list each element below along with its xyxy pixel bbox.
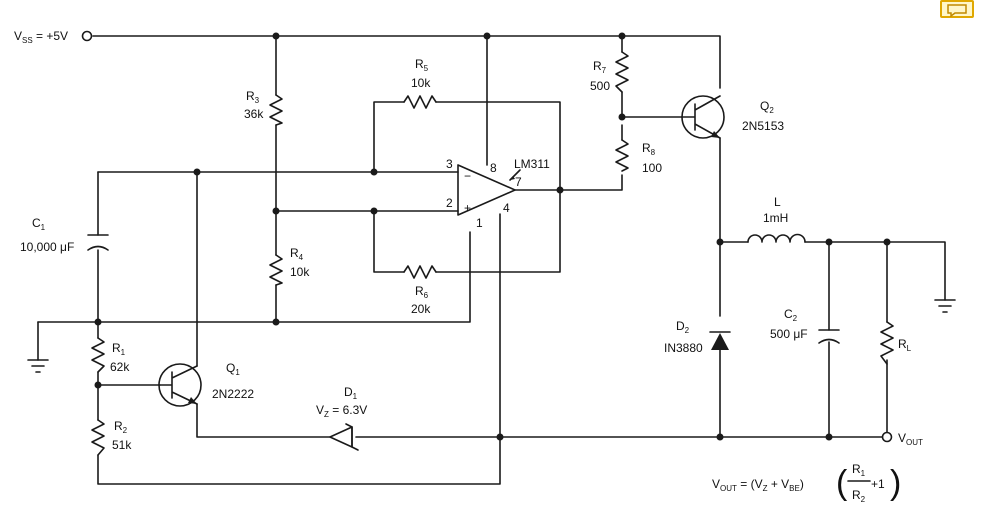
- d2-part: IN3880: [664, 341, 703, 355]
- opamp-pin-1: 1: [476, 216, 483, 230]
- resistor-r4-symbol: [269, 254, 283, 286]
- transistor-q1-symbol: [158, 363, 202, 407]
- q1-part: 2N2222: [212, 387, 254, 401]
- r2-value: 51k: [112, 438, 132, 452]
- r2-label: R2: [114, 419, 128, 435]
- r7-value: 500: [590, 79, 610, 93]
- capacitor-c2-symbol: [818, 329, 840, 344]
- vss-terminal: [81, 30, 93, 42]
- wires: [37, 35, 946, 485]
- resistor-rl-symbol: [880, 321, 894, 365]
- resistor-r7-symbol: [615, 51, 629, 93]
- c1-label: C1: [32, 216, 46, 232]
- r6-label: R6: [415, 284, 429, 300]
- diode-d2-symbol: [709, 331, 731, 350]
- zener-diode-d1-symbol: [329, 423, 359, 451]
- note-icon[interactable]: [940, 0, 974, 18]
- rl-label: RL: [898, 337, 912, 353]
- ground-symbol-right: [934, 299, 956, 313]
- junction-dots: [94, 32, 891, 441]
- svg-text:): ): [890, 464, 901, 502]
- r1-value: 62k: [110, 360, 130, 374]
- d1-label: D1: [344, 385, 358, 401]
- vout-label: VOUT: [898, 431, 923, 447]
- r8-label: R8: [642, 141, 656, 157]
- output-formula: VOUT = (VZ + VBE) ( ) R1 R2 +1: [712, 462, 901, 504]
- speech-bubble-icon: [947, 4, 967, 17]
- resistor-r2-symbol: [91, 419, 105, 456]
- d2-label: D2: [676, 319, 690, 335]
- resistor-r5-symbol: [403, 95, 437, 109]
- r1-label: R1: [112, 341, 126, 357]
- svg-text:R1: R1: [852, 462, 866, 478]
- r5-value: 10k: [411, 76, 431, 90]
- inductor-label: L: [774, 195, 781, 209]
- vout-terminal: [881, 431, 893, 443]
- capacitor-c1-symbol: [87, 234, 109, 251]
- r4-label: R4: [290, 246, 304, 262]
- svg-text:+1: +1: [871, 477, 885, 491]
- opamp-pin-3: 3: [446, 157, 453, 171]
- resistor-r3-symbol: [269, 94, 283, 126]
- resistor-r6-symbol: [403, 265, 437, 279]
- c2-label: C2: [784, 307, 798, 323]
- opamp-plus-sign: +: [464, 201, 471, 215]
- r3-label: R3: [246, 89, 260, 105]
- r6-value: 20k: [411, 302, 431, 316]
- inductor-l-symbol: [747, 233, 806, 243]
- svg-text:VOUT = (VZ + VBE): VOUT = (VZ + VBE): [712, 477, 804, 493]
- r8-value: 100: [642, 161, 662, 175]
- q2-label: Q2: [760, 99, 774, 115]
- c2-value: 500 μF: [770, 327, 808, 341]
- r3-value: 36k: [244, 107, 264, 121]
- q1-label: Q1: [226, 361, 240, 377]
- opamp-pin-4: 4: [503, 201, 510, 215]
- r7-label: R7: [593, 59, 607, 75]
- d1-vz: VZ = 6.3V: [316, 403, 367, 419]
- svg-text:R2: R2: [852, 488, 866, 504]
- ground-symbol-left: [27, 359, 49, 373]
- transistor-q2-symbol: [681, 95, 725, 139]
- opamp-pin-7: 7: [515, 175, 522, 189]
- r4-value: 10k: [290, 265, 310, 279]
- svg-text:(: (: [836, 464, 848, 502]
- resistor-r1-symbol: [91, 337, 105, 373]
- vss-label: VSS = +5V: [14, 29, 68, 45]
- opamp-lm311-symbol: [457, 164, 521, 216]
- opamp-pin-2: 2: [446, 196, 453, 210]
- opamp-part: LM311: [514, 157, 550, 171]
- r5-label: R5: [415, 57, 429, 73]
- inductor-value: 1mH: [763, 211, 788, 225]
- opamp-minus-sign: −: [464, 169, 471, 183]
- c1-value: 10,000 μF: [20, 240, 74, 254]
- opamp-pin-8: 8: [490, 161, 497, 175]
- resistor-r8-symbol: [615, 139, 629, 172]
- q2-part: 2N5153: [742, 119, 784, 133]
